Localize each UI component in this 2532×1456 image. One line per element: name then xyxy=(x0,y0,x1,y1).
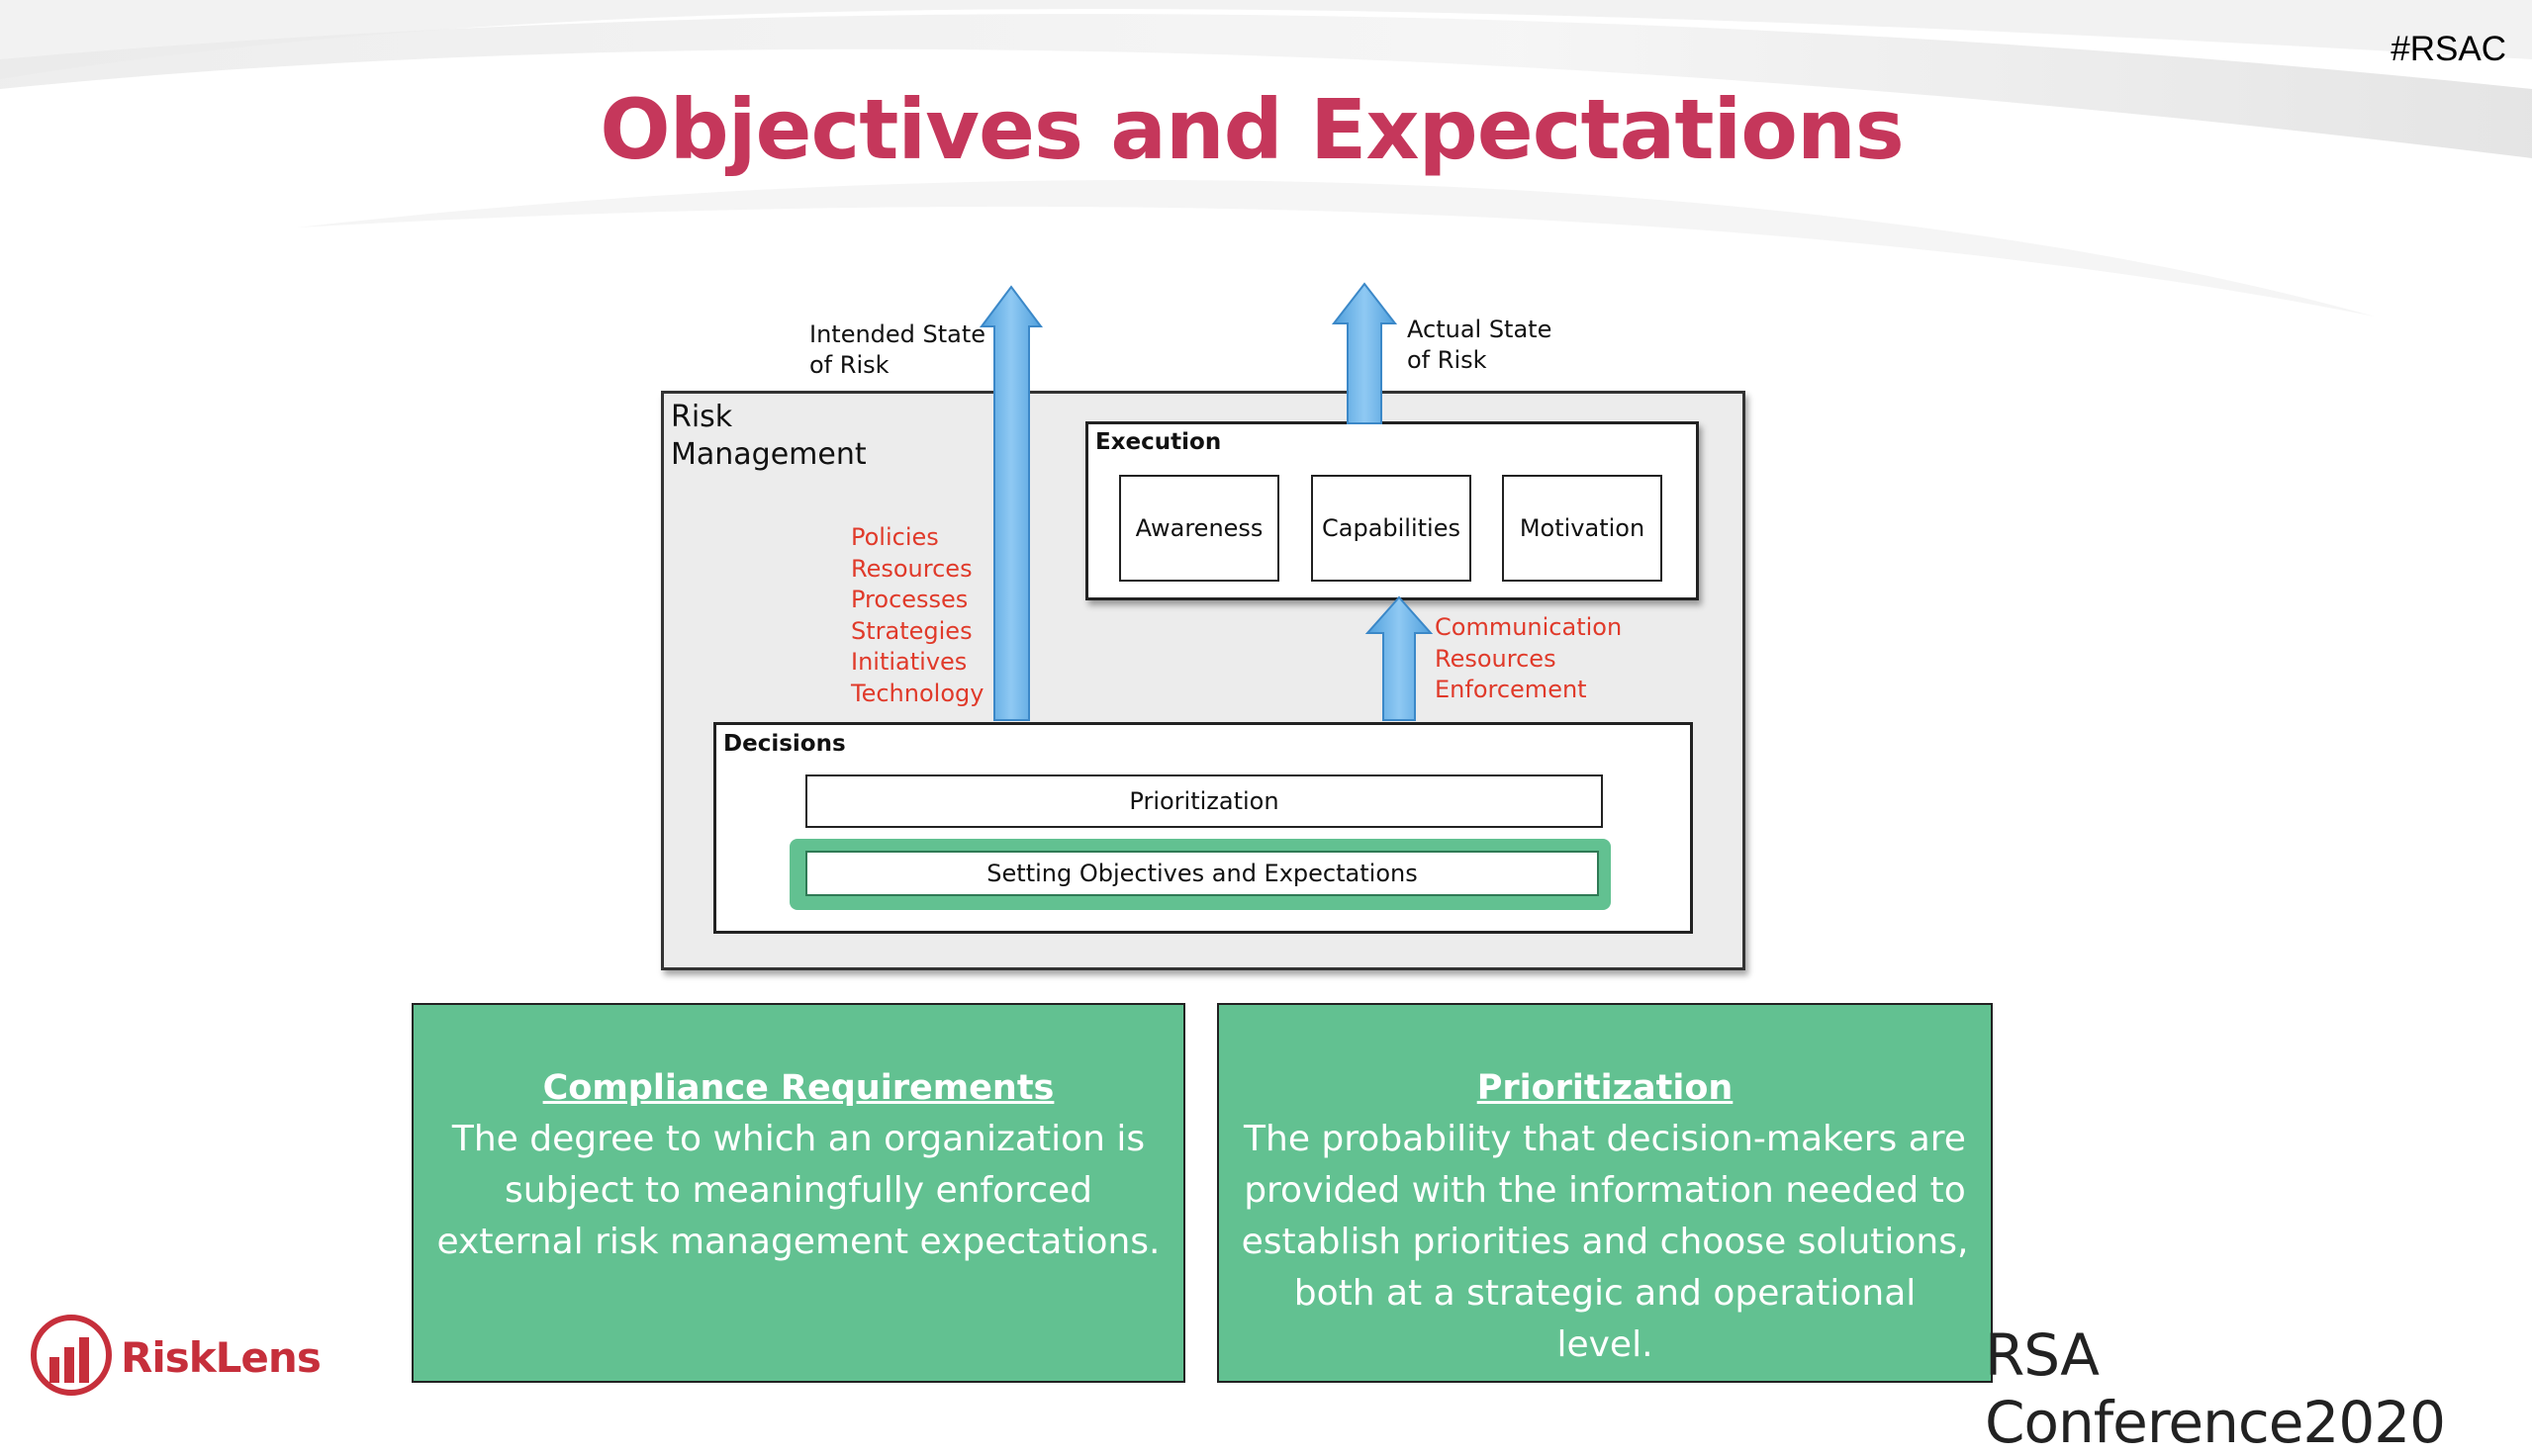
execution-label: Execution xyxy=(1095,429,1222,455)
list-item: Technology xyxy=(851,679,985,707)
communication-list: Communication Resources Enforcement xyxy=(1435,612,1622,706)
list-item: Enforcement xyxy=(1435,676,1587,703)
compliance-requirements-card: Compliance Requirements The degree to wh… xyxy=(412,1003,1185,1383)
list-item: Processes xyxy=(851,586,969,613)
prioritization-box: Prioritization xyxy=(805,774,1603,828)
intended-state-label: Intended State of Risk xyxy=(809,320,986,379)
actual-state-label: Actual State of Risk xyxy=(1407,316,1552,374)
rsa-conference-logo: RSA Conference2020 xyxy=(1985,1321,2446,1456)
list-item: Resources xyxy=(851,554,973,583)
decisions-label: Decisions xyxy=(723,731,846,757)
risklens-logo-icon xyxy=(31,1315,112,1396)
intended-state-arrow xyxy=(980,285,1043,721)
risklens-logo-text: RiskLens xyxy=(121,1333,322,1382)
card-body: The probability that decision-makers are… xyxy=(1241,1119,1969,1365)
slide-title: Objectives and Expectations xyxy=(600,81,1905,178)
list-item: Strategies xyxy=(851,616,973,645)
hashtag-label: #RSAC xyxy=(2391,30,2506,68)
prioritization-card: Prioritization The probability that deci… xyxy=(1217,1003,1993,1383)
motivation-box: Motivation xyxy=(1502,475,1662,582)
communication-arrow xyxy=(1364,595,1434,721)
list-item: Policies xyxy=(851,523,939,551)
awareness-box: Awareness xyxy=(1119,475,1279,582)
card-heading: Prioritization xyxy=(1476,1068,1734,1108)
capabilities-box: Capabilities xyxy=(1311,475,1471,582)
card-body: The degree to which an organization is s… xyxy=(436,1119,1161,1262)
list-item: Resources xyxy=(1435,644,1556,673)
policies-list: Policies Resources Processes Strategies … xyxy=(851,522,984,709)
setting-objectives-box: Setting Objectives and Expectations xyxy=(805,851,1599,896)
arrows-layer xyxy=(980,282,1434,721)
risk-management-diagram: Risk Management Intended State of Risk A… xyxy=(661,282,1745,970)
background-swoosh xyxy=(0,0,2532,317)
list-item: Communication xyxy=(1435,613,1623,641)
list-item: Initiatives xyxy=(851,648,968,676)
risk-management-label: Risk Management xyxy=(671,400,867,472)
card-heading: Compliance Requirements xyxy=(542,1068,1055,1108)
actual-state-arrow xyxy=(1331,282,1398,424)
